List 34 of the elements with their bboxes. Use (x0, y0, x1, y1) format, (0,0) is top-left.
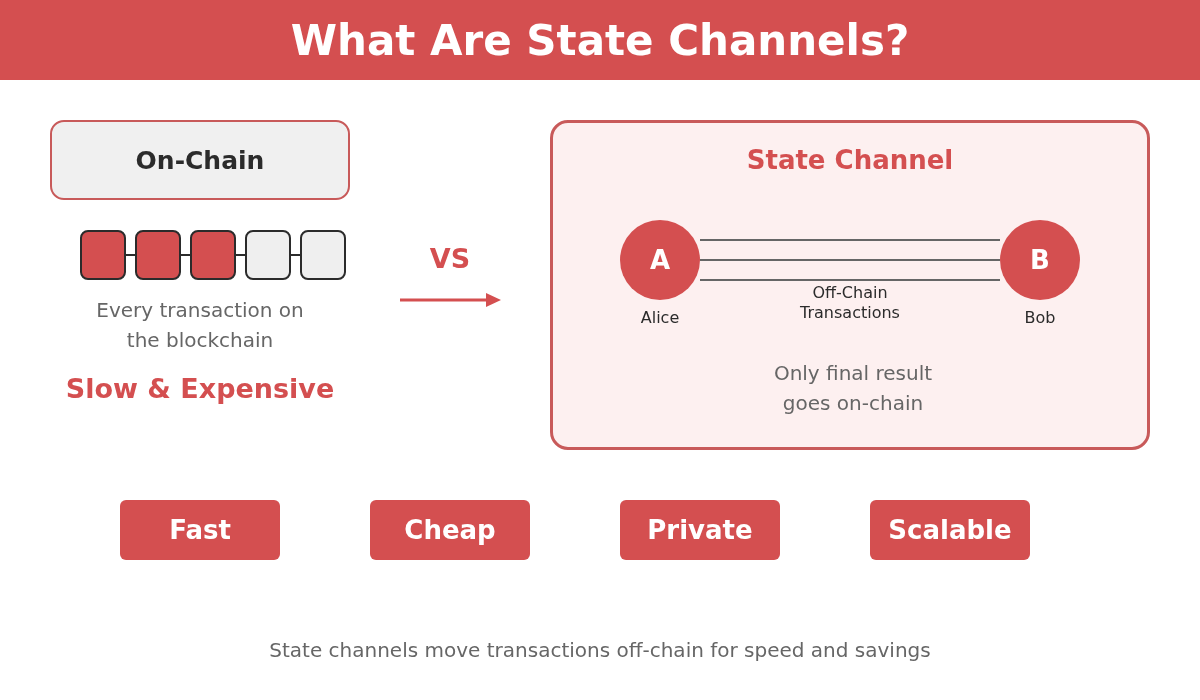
person-name: Alice (639, 308, 681, 327)
block (135, 230, 181, 280)
benefit-badge (120, 500, 280, 560)
party-letter: A (649, 245, 671, 275)
benefit-badge (370, 500, 530, 560)
benefit-label: Cheap (404, 515, 496, 545)
channel-line (699, 279, 1001, 281)
caption: State channels move transactions off-chain for speed and savings (268, 638, 932, 662)
box-title: On-Chain (135, 145, 265, 175)
chain-link (125, 254, 136, 256)
panel-title: State Channel (745, 145, 955, 175)
verdict: Slow & Expensive (64, 373, 336, 404)
block (80, 230, 126, 280)
channel-line (699, 259, 1001, 261)
benefit-label: Private (647, 515, 753, 545)
channel-line (699, 239, 1001, 241)
description: Every transaction on the blockchain (95, 297, 305, 354)
chain-link (180, 254, 191, 256)
channel-panel (550, 120, 1150, 450)
chain-link (235, 254, 246, 256)
person-name: Bob (1023, 308, 1057, 327)
block (190, 230, 236, 280)
versus-label: VS (428, 243, 472, 274)
party-letter: B (1030, 245, 1050, 275)
chain-box (50, 120, 350, 200)
block (245, 230, 291, 280)
benefit-badge (870, 500, 1030, 560)
benefit-label: Scalable (888, 515, 1012, 545)
benefit-badge (620, 500, 780, 560)
panel-note: Only final result goes on-chain (772, 360, 934, 417)
title: What Are State Channels? (290, 15, 910, 65)
block (300, 230, 346, 280)
benefit-label: Fast (169, 515, 231, 545)
chain-link (290, 254, 301, 256)
